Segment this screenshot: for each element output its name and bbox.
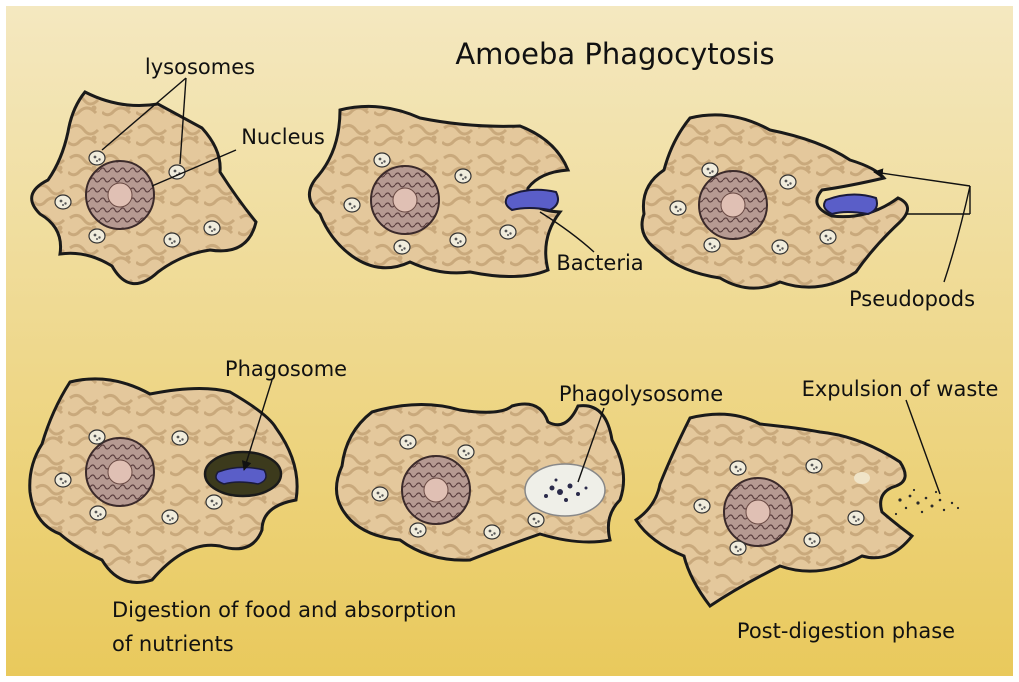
label-bacteria: Bacteria (556, 251, 643, 275)
amoeba-cell-5 (336, 404, 623, 560)
lysosome (344, 198, 360, 212)
lysosome (400, 435, 416, 449)
lysosome (704, 238, 720, 252)
lysosome (730, 541, 746, 555)
lysosome (772, 240, 788, 254)
label-lysosomes: lysosomes (145, 55, 255, 79)
lysosome (55, 473, 71, 487)
lysosome (670, 201, 686, 215)
bacterium (506, 190, 558, 210)
phagolysosome-vesicle (525, 464, 605, 516)
lysosome (694, 499, 710, 513)
label-pseudopods: Pseudopods (849, 287, 975, 311)
diagram-title: Amoeba Phagocytosis (455, 37, 774, 71)
lysosome (500, 225, 516, 239)
lysosome (90, 506, 106, 520)
lysosome (848, 511, 864, 525)
residual-vesicle (854, 472, 870, 484)
lysosome (89, 151, 105, 165)
label-expulsion-of-waste: Expulsion of waste (802, 377, 999, 401)
lysosome (806, 459, 822, 473)
lysosome (455, 169, 471, 183)
bacterium (216, 467, 266, 484)
lysosome (55, 195, 71, 209)
lysosome (394, 240, 410, 254)
lysosome (164, 233, 180, 247)
lysosome (374, 153, 390, 167)
lysosome (204, 221, 220, 235)
label-nucleus: Nucleus (241, 125, 325, 149)
lysosome (804, 533, 820, 547)
lysosome (780, 175, 796, 189)
label-digestion-line1: Digestion of food and absorption (112, 598, 456, 622)
lysosome (410, 523, 426, 537)
label-digestion-line2: of nutrients (112, 632, 234, 656)
lysosome (89, 229, 105, 243)
lysosome (702, 163, 718, 177)
lysosome (484, 525, 500, 539)
amoeba-cell-2 (309, 106, 568, 276)
lysosome (528, 513, 544, 527)
lysosome (162, 510, 178, 524)
lysosome (206, 495, 222, 509)
lysosome (169, 165, 185, 179)
lysosome (89, 430, 105, 444)
lysosome (820, 230, 836, 244)
lysosome (450, 233, 466, 247)
lysosome (372, 487, 388, 501)
label-phagolysosome: Phagolysosome (559, 382, 723, 406)
label-phagosome: Phagosome (225, 357, 347, 381)
bacterium (824, 194, 877, 214)
lysosome (172, 431, 188, 445)
lysosome (730, 461, 746, 475)
label-post-digestion-phase: Post-digestion phase (737, 619, 955, 643)
lysosome (458, 445, 474, 459)
